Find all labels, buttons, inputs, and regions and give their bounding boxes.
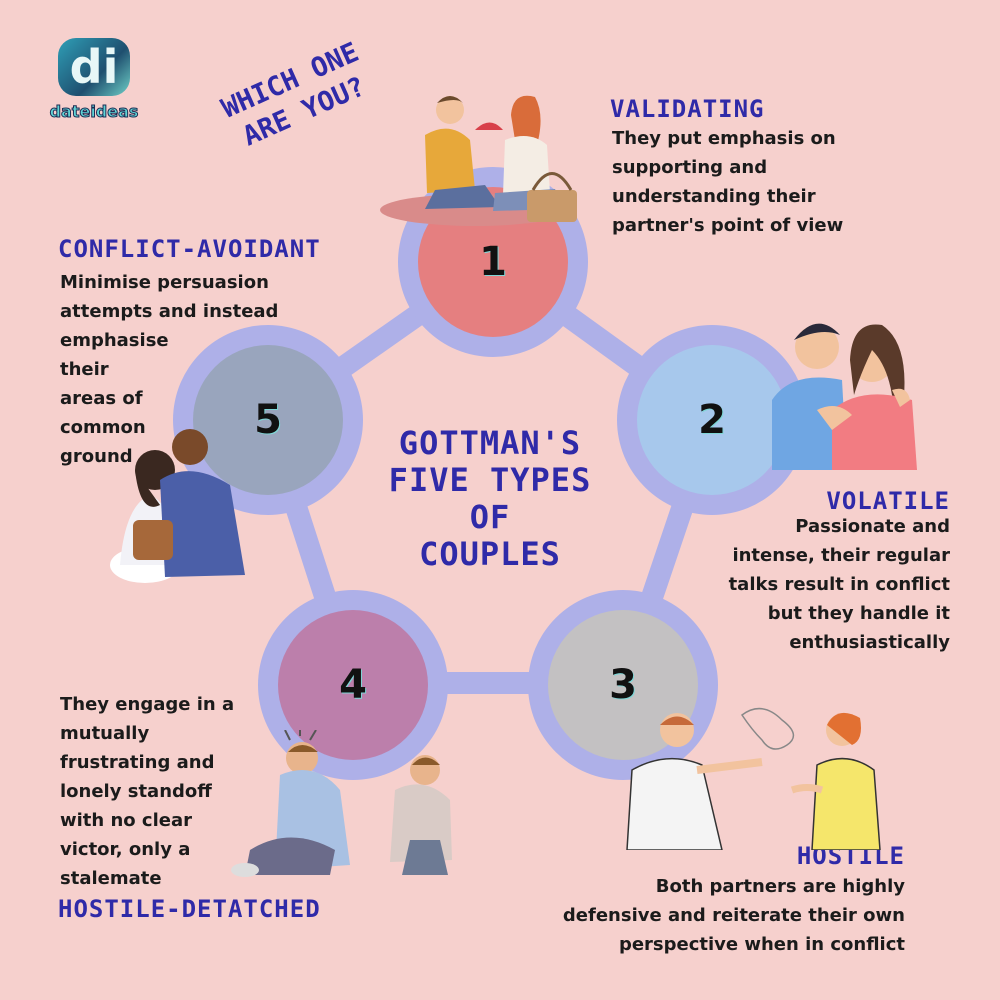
conflict-avoidant-line: their (60, 359, 109, 380)
validating-line: supporting and (612, 157, 768, 178)
hostile-detached-line: victor, only a (60, 839, 191, 860)
volatile-line: Passionate and (795, 516, 950, 537)
hostile-description: Both partners are highly defensive and r… (563, 872, 905, 959)
circle-3-number: 3 (609, 662, 637, 708)
volatile-line: intense, their regular (732, 545, 950, 566)
hostile-detached-description: They engage in a mutually frustrating an… (60, 690, 234, 893)
circle-5-disc: 5 (193, 345, 343, 495)
logo-name: dateideas (49, 102, 139, 122)
validating-line: They put emphasis on (612, 128, 836, 149)
volatile-description: Passionate and intense, their regular ta… (729, 512, 950, 657)
hostile-line: perspective when in conflict (618, 934, 905, 955)
conflict-avoidant-line: ground (60, 446, 133, 467)
conflict-avoidant-line: emphasise (60, 330, 169, 351)
circle-1-number: 1 (479, 239, 507, 285)
hostile-detached-line: with no clear (60, 810, 193, 831)
comforting-couple-illustration (772, 323, 917, 470)
hostile-detached-line: stalemate (60, 868, 162, 889)
logo-mark: di (58, 38, 130, 96)
volatile-line: enthusiastically (789, 632, 950, 653)
validating-line: understanding their (612, 186, 816, 207)
title-line-1: GOTTMAN'S (398, 424, 582, 462)
hostile-detached-line: lonely standoff (60, 781, 212, 802)
validating-description: They put emphasis on supporting and unde… (612, 124, 843, 240)
conflict-avoidant-description: Minimise persuasion attempts and instead… (60, 268, 278, 471)
sad-detached-couple-illustration (231, 730, 452, 877)
title-line-3: OF (469, 498, 511, 536)
volatile-heading: VOLATILE (826, 487, 950, 515)
hostile-detached-line: mutually (60, 723, 150, 744)
hostile-detached-line: frustrating and (60, 752, 215, 773)
conflict-avoidant-line: areas of (60, 388, 143, 409)
volatile-line: talks result in conflict (728, 574, 950, 595)
circle-4-number: 4 (339, 662, 367, 708)
sitting-couple-illustration (110, 429, 245, 583)
logo-letters: di (69, 40, 119, 94)
circle-2-disc: 2 (637, 345, 787, 495)
conflict-avoidant-line: attempts and instead (60, 301, 279, 322)
hostile-detached-heading: HOSTILE-DETATCHED (58, 895, 321, 923)
conflict-avoidant-heading: CONFLICT-AVOIDANT (58, 235, 321, 263)
conflict-avoidant-line: Minimise persuasion (60, 272, 269, 293)
title-line-2: FIVE TYPES (388, 461, 592, 499)
volatile-line: but they handle it (767, 603, 950, 624)
validating-heading: VALIDATING (610, 95, 765, 123)
picnic-couple-illustration (380, 95, 577, 226)
hostile-detached-line: They engage in a (60, 694, 235, 715)
circle-4-disc: 4 (278, 610, 428, 760)
title-line-4: COUPLES (419, 535, 561, 573)
infographic-title: GOTTMAN'S FIVE TYPES OF COUPLES (355, 425, 625, 573)
circle-2-number: 2 (698, 397, 726, 443)
validating-line: partner's point of view (612, 215, 844, 236)
circle-5-number: 5 (254, 397, 282, 443)
hostile-line: Both partners are highly (655, 876, 905, 897)
logo: di dateideas (44, 38, 144, 128)
arguing-couple-illustration (626, 707, 881, 850)
conflict-avoidant-line: common (60, 417, 146, 438)
hostile-line: defensive and reiterate their own (562, 905, 905, 926)
